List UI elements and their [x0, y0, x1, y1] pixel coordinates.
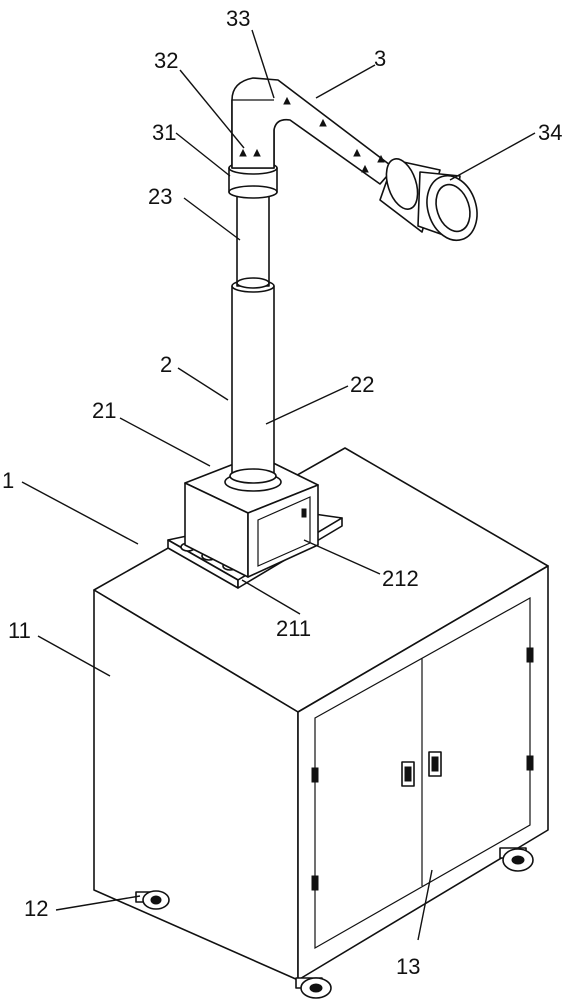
label-32: 32 — [154, 48, 178, 73]
reference-labels: 33 3 32 31 34 23 2 22 21 1 212 211 11 12… — [2, 6, 562, 979]
hinge-left-upper — [311, 767, 319, 783]
label-21: 21 — [92, 398, 116, 423]
leader-2 — [177, 367, 229, 401]
casters — [135, 847, 534, 999]
hinge-right-lower — [526, 755, 534, 771]
vent-mark — [353, 148, 361, 157]
upper-column — [228, 161, 278, 289]
leader-1 — [21, 481, 139, 545]
label-2: 2 — [160, 352, 172, 377]
hinge-right-upper — [526, 647, 534, 663]
leader-212 — [303, 539, 381, 575]
lower-column — [224, 279, 282, 492]
leader-31 — [175, 132, 231, 177]
leader-12 — [55, 895, 141, 911]
label-3: 3 — [374, 46, 386, 71]
hood-mouth-inner — [435, 183, 471, 233]
leader-lines — [21, 29, 536, 941]
leader-34 — [449, 132, 536, 181]
vent-mark — [253, 148, 261, 157]
leader-211 — [241, 579, 301, 615]
cabinet-right-face — [297, 565, 549, 981]
caster-front — [295, 977, 332, 999]
leader-11 — [37, 635, 111, 677]
leader-23 — [183, 197, 241, 241]
leader-22 — [265, 385, 349, 425]
vent-mark — [377, 154, 385, 163]
leader-33 — [251, 29, 275, 99]
door-handle-left-grip — [404, 766, 412, 782]
label-211: 211 — [276, 616, 311, 641]
vent-mark — [283, 96, 291, 105]
cabinet — [93, 447, 549, 981]
door-handle-right-grip — [431, 756, 439, 772]
label-33: 33 — [226, 6, 250, 31]
label-13: 13 — [396, 954, 420, 979]
hinge-left-lower — [311, 875, 319, 891]
door-frame — [314, 596, 531, 950]
caster-back-left — [135, 890, 170, 910]
vent-mark — [361, 164, 369, 173]
label-11: 11 — [8, 618, 31, 643]
leader-21 — [119, 417, 211, 467]
label-212: 212 — [382, 566, 419, 591]
vent-mark — [239, 148, 247, 157]
leader-32 — [179, 69, 245, 149]
leader-3 — [315, 64, 376, 99]
leader-13 — [417, 869, 433, 941]
label-31: 31 — [152, 120, 176, 145]
label-22: 22 — [350, 372, 374, 397]
hood-ring — [385, 158, 419, 210]
extraction-arm — [231, 77, 395, 185]
label-34: 34 — [538, 120, 562, 145]
vent-mark — [319, 118, 327, 127]
label-23: 23 — [148, 184, 172, 209]
access-door-latch — [301, 508, 307, 518]
arm-elbow — [231, 77, 395, 185]
label-1: 1 — [2, 468, 14, 493]
control-box-side — [247, 484, 319, 578]
suction-hood — [379, 158, 478, 242]
caster-back-right — [499, 847, 534, 872]
label-12: 12 — [24, 896, 48, 921]
